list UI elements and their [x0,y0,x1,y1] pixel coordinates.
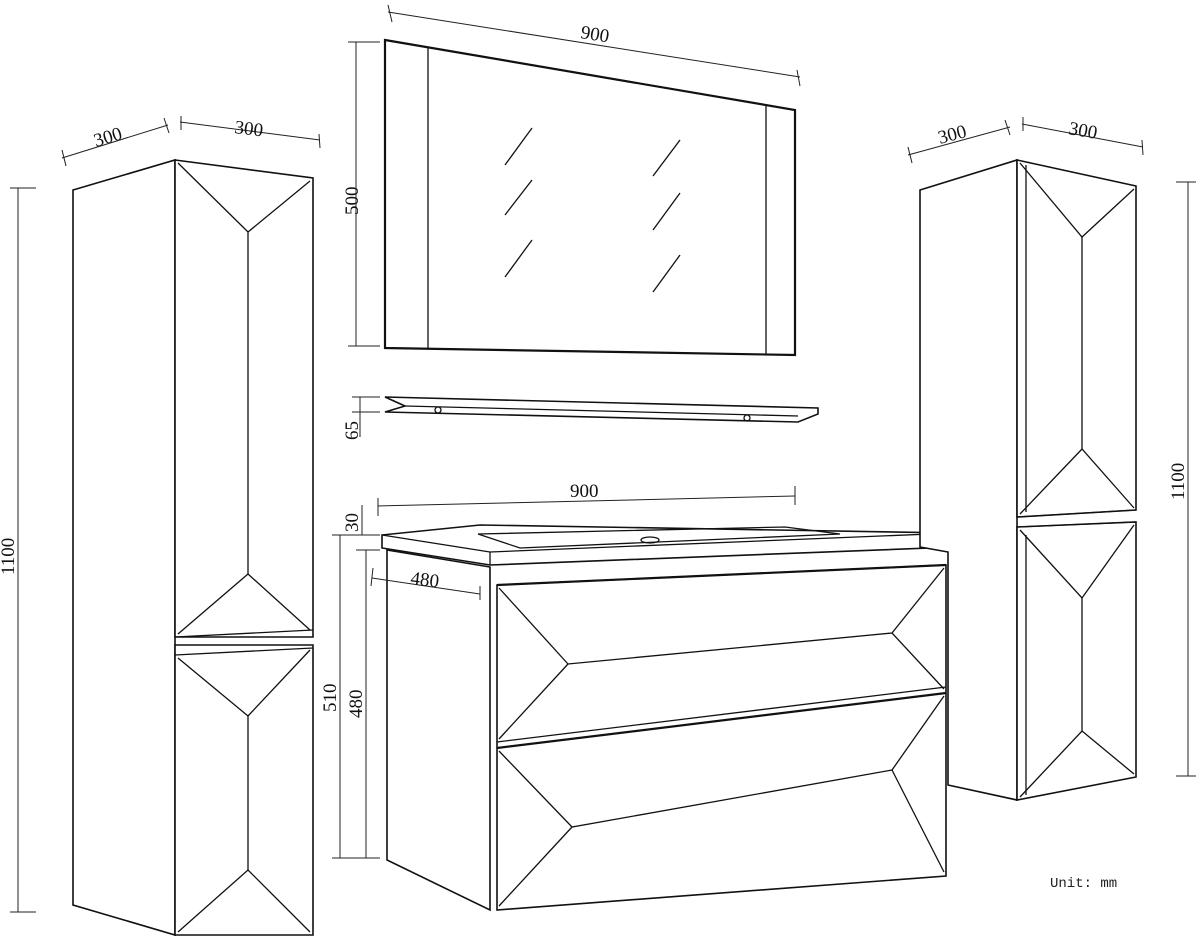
countertop-thickness-label: 30 [342,513,363,532]
mirror-width-label: 900 [579,22,610,47]
shelf-dimensions: 65 [342,396,380,440]
vanity-body-height-label: 480 [346,690,367,719]
vanity-depth-label: 480 [409,568,440,592]
right-width-label: 300 [1067,118,1099,144]
vanity-width-label: 900 [570,481,599,502]
vanity-dimensions: 900 30 480 510 480 [320,481,796,859]
unit-note: Unit: mm [1050,876,1118,892]
shelf-height-label: 65 [342,421,363,440]
mirror-height-label: 500 [342,187,363,216]
shelf [384,396,819,423]
left-tall-cabinet [72,158,314,937]
left-height-label: 1100 [0,538,19,575]
right-tall-cabinet [919,158,1137,801]
vanity-total-height-label: 510 [320,684,341,713]
left-width-label: 300 [233,117,264,141]
right-height-label: 1100 [1168,463,1189,500]
vanity [381,524,956,912]
mirror [383,38,797,357]
right-depth-label: 300 [936,121,969,149]
mirror-dimensions: 900 500 [342,4,801,347]
left-cabinet-dimensions: 300 300 1100 [0,116,321,913]
left-depth-label: 300 [91,123,124,151]
